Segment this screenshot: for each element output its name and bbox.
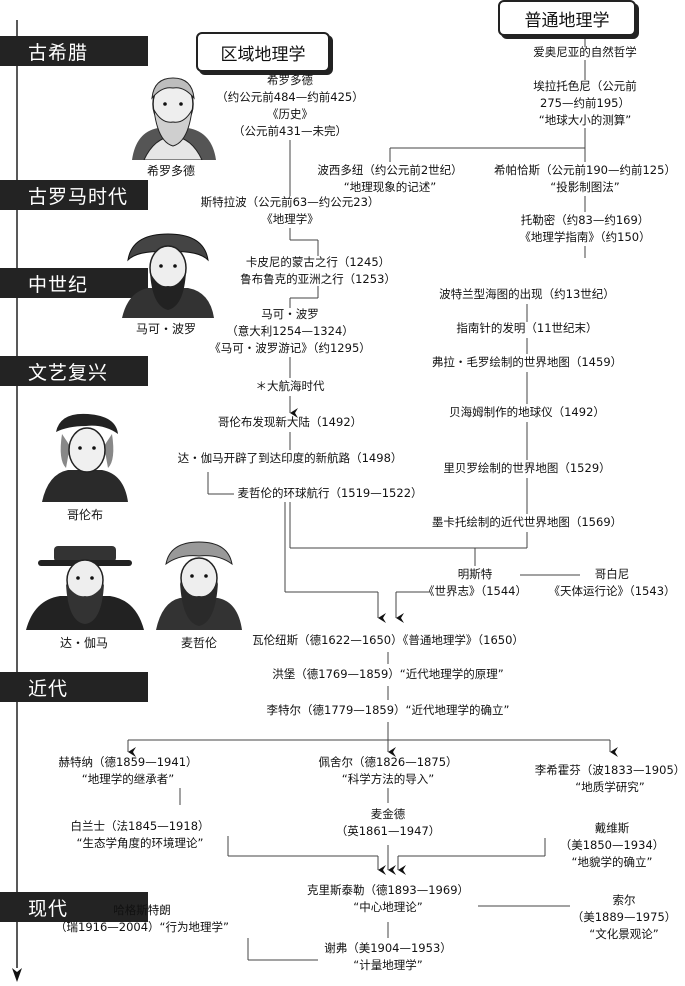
entry-posidonius: 波西多纽（约公元前2世纪）“地理现象的记述”: [317, 163, 463, 194]
era-early-modern: 近代: [0, 672, 148, 702]
general-geography-box: 普通地理学: [498, 0, 636, 36]
entry-hagerstrand: 哈格斯特朗（瑞1916—2004）“行为地理学”: [55, 903, 229, 934]
caption-herodotus: 希罗多德: [146, 164, 196, 178]
entry-copernicus: 哥白尼《天体运行论》（1543）: [548, 567, 676, 598]
era-middle-ages: 中世纪: [0, 268, 148, 298]
entry-behaim-globe: 贝海姆制作的地球仪（1492）: [449, 405, 605, 419]
entry-hipparchus: 希帕恰斯（公元前190—约前125）“投影制图法”: [494, 163, 676, 194]
entry-peschel: 佩舍尔（德1826—1875）“科学方法的导入”: [318, 755, 458, 786]
caption-da-gama: 达・伽马: [59, 636, 109, 650]
era-renaissance: 文艺复兴: [0, 356, 148, 386]
entry-fra-mauro-map: 弗拉・毛罗绘制的世界地图（1459）: [431, 355, 623, 369]
entry-sauer: 索尔（美1889—1975）“文化景观论”: [571, 893, 677, 941]
da-gama-portrait-icon: [26, 546, 144, 630]
entry-hettner: 赫特纳（德1859—1941）“地理学的继承者”: [58, 755, 198, 786]
caption-marco-polo: 马可・波罗: [135, 322, 197, 336]
marco-polo-portrait-icon: [122, 233, 214, 318]
entry-ptolemy: 托勒密（约83—约169）《地理学指南》（约150）: [519, 213, 651, 244]
entry-columbus: 哥伦布发现新大陆（1492）: [217, 415, 363, 429]
entry-mackinder: 麦金德（英1861—1947）: [335, 807, 441, 838]
entry-vidal-de-la-blache: 白兰士（法1845—1918）“生态学角度的环境理论”: [70, 819, 210, 850]
caption-columbus: 哥伦布: [66, 508, 104, 522]
entry-mercator-map: 墨卡托绘制的近代世界地图（1569）: [431, 515, 623, 529]
era-ancient-greece: 古希腊: [0, 36, 148, 66]
herodotus-portrait-icon: [132, 77, 216, 160]
entry-richthofen: 李希霍芬（波1833—1905）“地质学研究”: [534, 763, 685, 794]
entry-ionia: 爱奥尼亚的自然哲学: [533, 45, 637, 59]
era-ancient-rome: 古罗马时代: [0, 180, 148, 210]
entry-magellan-voyage: 麦哲伦的环球航行（1519—1522）: [237, 486, 423, 500]
entry-ritter: 李特尔（德1779—1859）“近代地理学的确立”: [266, 703, 510, 717]
entry-ribeiro-map: 里贝罗绘制的世界地图（1529）: [443, 461, 611, 475]
entry-schaefer: 谢弗（美1904—1953）“计量地理学”: [324, 941, 452, 972]
entry-davis: 戴维斯（美1850—1934）“地貌学的确立”: [559, 821, 665, 869]
columbus-portrait-icon: [42, 413, 128, 502]
entry-varenius: 瓦伦纽斯（德1622—1650）《普通地理学》（1650）: [252, 633, 524, 647]
caption-magellan: 麦哲伦: [180, 636, 218, 650]
entry-portolan-chart: 波特兰型海图的出现（约13世纪）: [439, 287, 615, 301]
entry-carpini-rubruck: 卡皮尼的蒙古之行（1245）鲁布鲁克的亚洲之行（1253）: [240, 255, 396, 286]
entry-herodotus: 希罗多德（约公元前484—约前425）《历史》（公元前431—未完）: [216, 73, 364, 138]
entry-humboldt: 洪堡（德1769—1859）“近代地理学的原理”: [272, 667, 504, 681]
entry-christaller: 克里斯泰勒（德1893—1969）“中心地理论”: [306, 883, 470, 914]
entry-munster: 明斯特《世界志》（1544）: [422, 567, 528, 598]
magellan-portrait-icon: [156, 541, 242, 630]
era-contemporary: 现代: [0, 892, 148, 922]
entry-age-of-discovery: ＊大航海时代: [255, 379, 325, 393]
regional-geography-box: 区域地理学: [196, 32, 330, 72]
entry-da-gama-route: 达・伽马开辟了到达印度的新航路（1498）: [177, 451, 403, 465]
entry-marco-polo: 马可・波罗（意大利1254—1324）《马可・波罗游记》（约1295）: [209, 307, 371, 355]
entry-strabo: 斯特拉波（公元前63—约公元23）《地理学》: [200, 195, 380, 226]
entry-compass: 指南针的发明（11世纪末）: [456, 321, 598, 335]
